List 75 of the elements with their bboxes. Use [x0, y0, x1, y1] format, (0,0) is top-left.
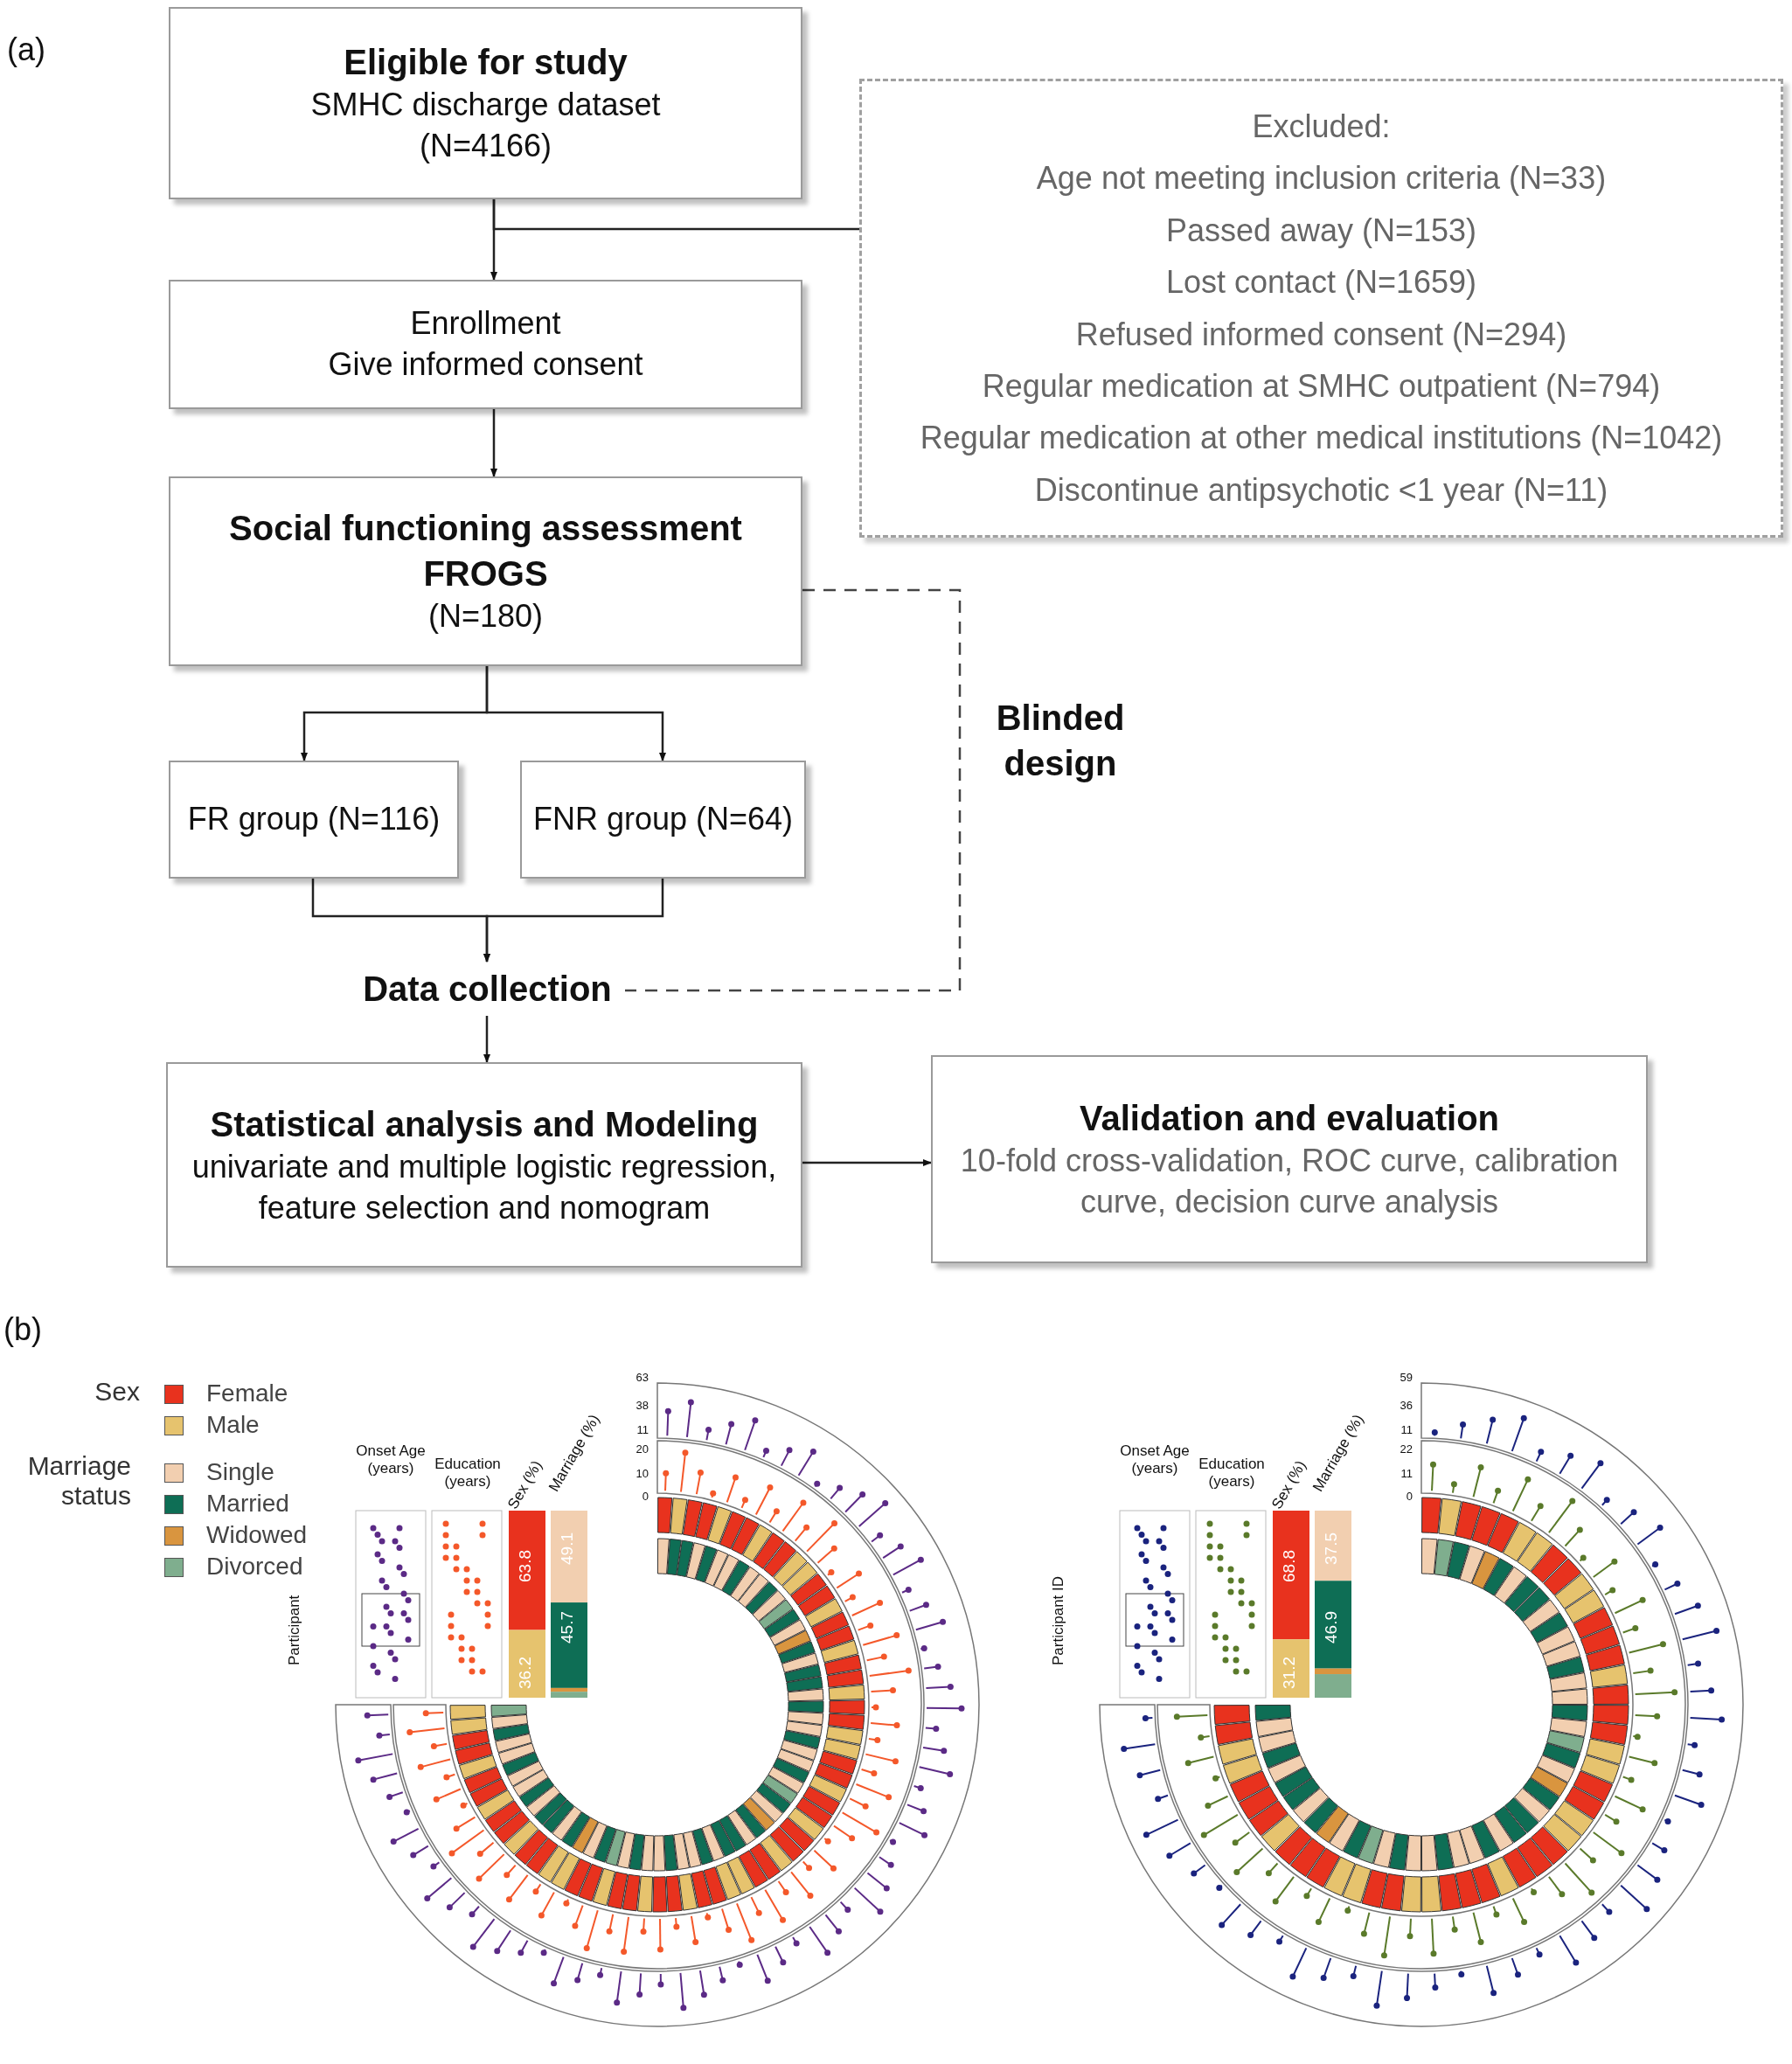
tick-label: 20 — [635, 1442, 649, 1456]
box-text: Regular medication at other medical institutions (N=1042) — [919, 419, 1724, 458]
box-text: Excluded: — [1251, 107, 1392, 146]
box-text: Passed away (N=153) — [1164, 211, 1478, 250]
process-box — [169, 280, 802, 409]
legend-label: Married — [206, 1490, 289, 1518]
tick-label: 63 — [635, 1371, 649, 1384]
tick-label: 59 — [1399, 1371, 1413, 1384]
box-text: Give informed consent — [327, 345, 644, 384]
legend-heading: Marriage status — [26, 1451, 131, 1511]
box-text: Discontinue antipsychotic <1 year (N=11) — [1033, 470, 1609, 510]
arrow — [490, 409, 497, 477]
box-text: FNR group (N=64) — [531, 800, 795, 839]
tick-label: 0 — [1405, 1490, 1413, 1503]
legend-label: Female — [206, 1379, 288, 1407]
box-text: Enrollment — [409, 304, 562, 344]
bar-value: 49.1 — [558, 1532, 577, 1565]
process-box — [169, 761, 459, 879]
box-text: Regular medication at SMHC outpatient (N=794) — [981, 366, 1662, 406]
bar-value: 68.8 — [1280, 1550, 1299, 1582]
process-box — [166, 1062, 802, 1268]
process-box — [931, 1055, 1648, 1263]
box-text: Refused informed consent (N=294) — [1074, 315, 1568, 354]
column-header: Education (years) — [434, 1456, 502, 1491]
legend-label: Divorced — [206, 1553, 303, 1581]
connector-line — [492, 199, 859, 231]
box-text: (N=4166) — [418, 127, 553, 165]
tick-label: 22 — [1399, 1442, 1413, 1456]
bar-value: 31.2 — [1280, 1657, 1299, 1689]
process-box — [169, 476, 802, 666]
arrow — [485, 666, 666, 761]
tick-label: 38 — [635, 1399, 649, 1412]
box-title: Statistical analysis and Modeling — [210, 1103, 759, 1145]
box-title: Social functioning assessment FROGS — [228, 508, 743, 595]
box-title: Validation and evaluation — [1079, 1098, 1500, 1140]
box-text: Age not meeting inclusion criteria (N=33) — [1035, 159, 1608, 198]
bar-value: 45.7 — [558, 1611, 577, 1644]
arrow — [802, 1159, 932, 1166]
legend-label: Male — [206, 1411, 260, 1439]
axis-title: Participant ID — [1050, 1575, 1067, 1665]
process-box — [520, 761, 806, 879]
box-title: Eligible for study — [344, 42, 628, 84]
column-header: Sex (%) — [504, 1457, 546, 1512]
column-header: Onset Age (years) — [1120, 1442, 1190, 1477]
tick-label: 11 — [1400, 1467, 1413, 1480]
bar-value: 63.8 — [516, 1550, 535, 1582]
box-text: Lost contact (N=1659) — [1164, 263, 1478, 302]
box-text: FR group (N=116) — [186, 800, 441, 839]
axis-title: Participant — [286, 1595, 303, 1665]
tick-label: 11 — [1400, 1423, 1413, 1436]
legend-label: Widowed — [206, 1521, 308, 1549]
column-header: Onset Age (years) — [356, 1442, 426, 1477]
dashed-line — [625, 588, 962, 992]
tick-label: 10 — [635, 1467, 649, 1480]
column-header: Sex (%) — [1268, 1457, 1310, 1512]
box-text: (N=180) — [427, 597, 545, 636]
box-text: 10-fold cross-validation, ROC curve, calibration curve, decision curve analysis — [959, 1142, 1620, 1221]
bar-value: 37.5 — [1322, 1532, 1341, 1565]
legend-heading: Sex — [94, 1377, 140, 1407]
panel-label: (a) — [7, 31, 45, 68]
bar-value: 46.9 — [1322, 1611, 1341, 1644]
tick-label: 36 — [1399, 1399, 1413, 1412]
panel-label: (b) — [3, 1311, 42, 1348]
arrow — [483, 879, 664, 963]
tick-label: 0 — [641, 1490, 649, 1503]
bar-value: 36.2 — [516, 1657, 535, 1689]
tick-label: 11 — [636, 1423, 649, 1436]
legend-label: Single — [206, 1458, 274, 1486]
column-header: Education (years) — [1198, 1456, 1266, 1491]
exclusion-box — [859, 79, 1783, 538]
box-text: SMHC discharge dataset — [309, 86, 662, 125]
step-label: Data collection — [350, 962, 625, 1016]
arrow — [483, 1016, 490, 1063]
process-box — [169, 7, 802, 199]
box-text: univariate and multiple logistic regression, feature selection and nomogram — [191, 1147, 778, 1227]
